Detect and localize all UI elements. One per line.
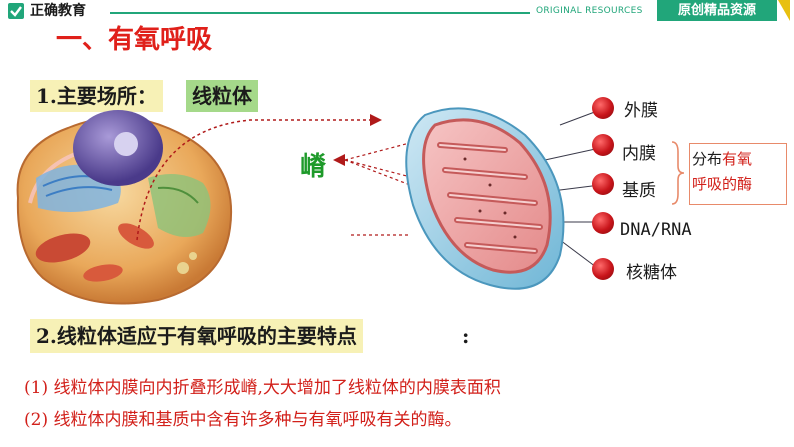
section2-colon: :	[462, 324, 470, 348]
inner-membrane-dot-icon	[592, 134, 614, 156]
matrix-dot-icon	[592, 173, 614, 195]
section1-label: 1.主要场所：	[30, 80, 163, 112]
brace-icon	[671, 141, 685, 205]
cell-illustration	[16, 110, 232, 305]
dna-rna-dot-icon	[592, 212, 614, 234]
logo-check-icon	[8, 3, 24, 19]
mitochondrion-illustration	[405, 107, 565, 290]
ridge-label: 嵴	[300, 152, 327, 182]
outer-membrane-dot-icon	[592, 97, 614, 119]
ribosome-label: 核糖体	[626, 263, 677, 283]
original-resources-text: ORIGINAL RESOURCES	[536, 6, 643, 16]
section1-highlight: 线粒体	[186, 80, 258, 112]
enzyme-note-line2: 呼吸的酶	[692, 175, 753, 193]
point-2: (2) 线粒体内膜和基质中含有许多种与有氧呼吸有关的酶。	[24, 410, 462, 430]
enzyme-note-prefix: 分布	[692, 150, 723, 168]
enzyme-note: 分布有氧 呼吸的酶	[692, 147, 784, 197]
brand-name: 正确教育	[30, 3, 86, 19]
corner-decoration	[778, 0, 790, 21]
header-divider	[110, 12, 530, 14]
ribosome-dot-icon	[592, 258, 614, 280]
original-badge: 原创精品资源	[657, 0, 777, 21]
outer-membrane-label: 外膜	[624, 101, 658, 121]
inner-membrane-label: 内膜	[622, 144, 656, 164]
enzyme-note-red: 有氧	[722, 150, 753, 168]
section2-heading: 2.线粒体适应于有氧呼吸的主要特点	[30, 319, 363, 353]
matrix-label: 基质	[622, 181, 656, 201]
dna-rna-label: DNA/RNA	[620, 220, 692, 240]
point-1: (1) 线粒体内膜向内折叠形成嵴,大大增加了线粒体的内膜表面积	[24, 378, 501, 398]
page-title: 一、有氧呼吸	[56, 25, 213, 55]
enzyme-note-box	[689, 143, 787, 205]
